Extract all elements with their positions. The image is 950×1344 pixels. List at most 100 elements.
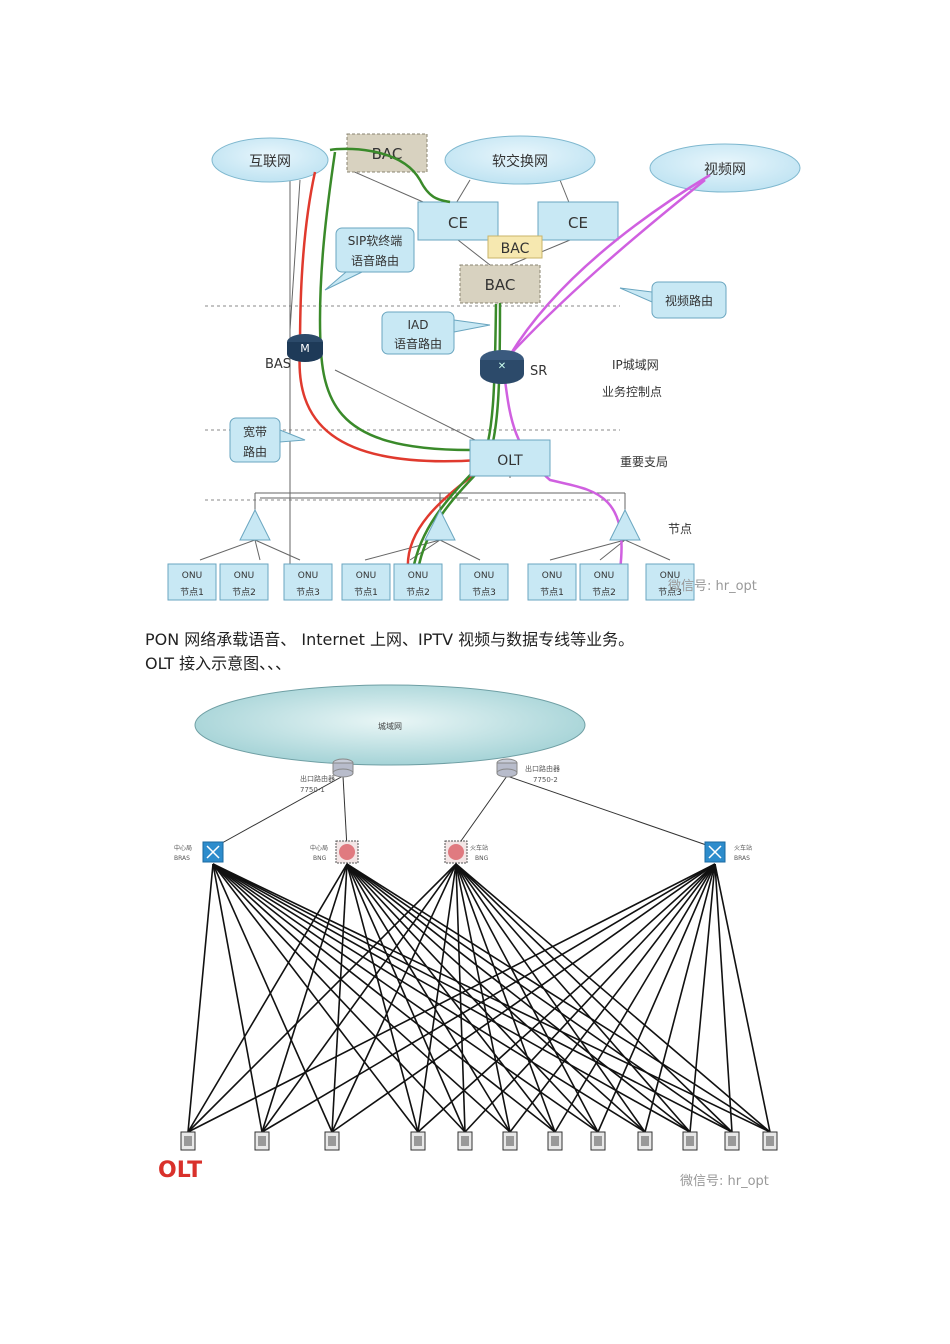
node1-type: BRAS (174, 855, 190, 862)
olt-access-diagram: 城域网 出口路由器 7750-1 出口路由器 7750-2 中心局 BRAS 中… (158, 684, 778, 1189)
onu-row: ONU节点1ONU节点2ONU节点3ONU节点1ONU节点2ONU节点3ONU节… (167, 563, 695, 601)
svg-text:互联网: 互联网 (249, 154, 291, 170)
onu-label: ONU (474, 571, 494, 581)
svg-text:软交换网: 软交换网 (492, 153, 548, 170)
bac-top-box: BAC (346, 133, 428, 173)
svg-text:路由: 路由 (243, 444, 267, 459)
side-label-branch: 重要支局 (620, 455, 668, 469)
bras-station-icon (704, 841, 726, 863)
olt-device-icon (324, 1131, 340, 1151)
onu-node-label: 节点3 (296, 587, 320, 598)
watermark: 微信号: hr_opt (668, 579, 757, 594)
router-7750-2-icon (496, 758, 518, 778)
splitter-1 (239, 508, 271, 541)
ce-right-box: CE (537, 201, 619, 241)
svg-text:视频路由: 视频路由 (665, 293, 713, 308)
caption-line-2: OLT 接入示意图、、、 (145, 654, 292, 673)
node1-name: 中心局 (174, 844, 192, 852)
onu-label: ONU (182, 571, 202, 581)
onu-node-label: 节点1 (180, 587, 204, 598)
onu-box: ONU 节点2 (219, 563, 269, 601)
router2-model: 7750-2 (533, 776, 558, 784)
callout-broadband: 宽带 路由 (229, 417, 306, 463)
side-label-node: 节点 (668, 522, 692, 536)
onu-node-label: 节点1 (540, 587, 564, 598)
svg-text:宽带: 宽带 (243, 424, 267, 439)
onu-box: ONU 节点3 (459, 563, 509, 601)
olt-device-icon (410, 1131, 426, 1151)
olt-device-icon (180, 1131, 196, 1151)
olt-device-icon (762, 1131, 778, 1151)
node4-name: 火车站 (734, 844, 752, 852)
onu-label: ONU (298, 571, 318, 581)
svg-text:OLT: OLT (497, 453, 523, 469)
svg-text:CE: CE (568, 214, 588, 232)
splitter-3 (609, 508, 641, 541)
olt-device-icon (457, 1131, 473, 1151)
olt-device-icon (502, 1131, 518, 1151)
onu-box: ONU 节点2 (393, 563, 443, 601)
onu-node-label: 节点3 (472, 587, 496, 598)
onu-box: ONU 节点3 (283, 563, 333, 601)
side-label-ip: IP城域网 (612, 358, 659, 372)
node4-type: BRAS (734, 855, 750, 862)
onu-label: ONU (234, 571, 254, 581)
onu-label: ONU (660, 571, 680, 581)
onu-node-label: 节点2 (592, 587, 616, 598)
svg-text:视频网: 视频网 (704, 162, 746, 178)
callout-video-route: 视频路由 (619, 281, 727, 319)
onu-box: ONU 节点2 (579, 563, 629, 601)
green-voice-route (329, 147, 451, 204)
svg-text:语音路由: 语音路由 (351, 253, 399, 268)
olt-device-icon (724, 1131, 740, 1151)
bas-router-icon: M (287, 334, 323, 362)
svg-text:✕: ✕ (498, 361, 506, 372)
svg-text:语音路由: 语音路由 (394, 336, 442, 351)
svg-text:CE: CE (448, 214, 468, 232)
olt-box: OLT (469, 439, 551, 477)
sr-router-icon: ✕ (480, 350, 524, 384)
bras-center-icon (202, 841, 224, 863)
sr-label: SR (530, 364, 547, 379)
svg-text:M: M (300, 342, 310, 355)
splitter-2 (424, 508, 456, 541)
onu-label: ONU (408, 571, 428, 581)
node3-type: BNG (475, 855, 489, 862)
bng-center-icon (335, 840, 359, 864)
bac-mid-box: BAC (487, 235, 543, 259)
cloud-internet: 互联网 (211, 137, 329, 183)
callout-iad: IAD 语音路由 (381, 311, 491, 355)
olt-device-icon (254, 1131, 270, 1151)
svg-text:SIP软终端: SIP软终端 (348, 233, 402, 248)
magenta-video-route (508, 173, 711, 356)
router1-model: 7750-1 (300, 786, 325, 794)
svg-text:城域网: 城域网 (378, 721, 402, 731)
node2-name: 中心局 (310, 844, 328, 852)
onu-node-label: 节点2 (232, 587, 256, 598)
olt-row (180, 1131, 778, 1151)
svg-text:BAC: BAC (501, 241, 530, 257)
bas-label: BAS (265, 357, 291, 372)
cloud-video: 视频网 (649, 143, 801, 193)
onu-label: ONU (356, 571, 376, 581)
router-7750-1-icon (332, 758, 354, 778)
svg-text:BAC: BAC (485, 276, 516, 294)
router1-name: 出口路由器 (300, 774, 335, 783)
router2-name: 出口路由器 (525, 764, 560, 773)
olt-device-icon (682, 1131, 698, 1151)
onu-node-label: 节点2 (406, 587, 430, 598)
onu-node-label: 节点3 (658, 587, 682, 598)
node3-name: 火车站 (470, 844, 488, 852)
bac-lower-box: BAC (459, 264, 541, 304)
ce-left-box: CE (417, 201, 499, 241)
side-label-control: 业务控制点 (602, 384, 662, 399)
watermark-2: 微信号: hr_opt (680, 1174, 769, 1189)
svg-text:IAD: IAD (408, 318, 429, 332)
olt-device-icon (637, 1131, 653, 1151)
node2-type: BNG (313, 855, 327, 862)
onu-label: ONU (594, 571, 614, 581)
caption-line-1: PON 网络承载语音、 Internet 上网、IPTV 视频与数据专线等业务。 (145, 630, 635, 649)
callout-sip: SIP软终端 语音路由 (324, 227, 415, 291)
bng-station-icon (444, 840, 468, 864)
